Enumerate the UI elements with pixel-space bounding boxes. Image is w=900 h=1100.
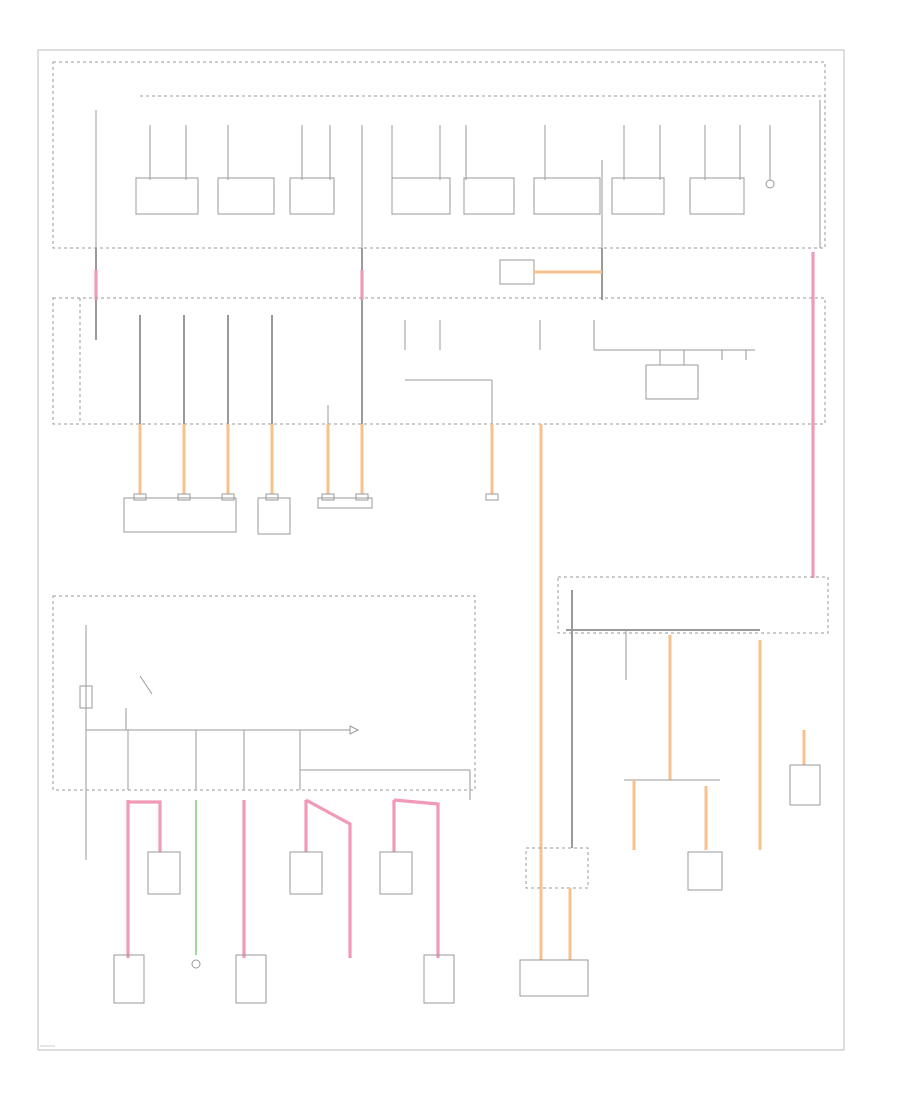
module-c (317, 497, 373, 509)
module-l2 (289, 851, 323, 895)
middle-fuse-block (52, 297, 826, 425)
top-fuse-stubs (95, 110, 771, 248)
bottom-center-junction (519, 847, 589, 997)
module-l1 (147, 851, 181, 895)
lower-fuse-block (52, 595, 476, 838)
module-l5 (235, 954, 267, 1004)
module-l4 (113, 954, 145, 1004)
fuse-link (79, 685, 93, 709)
ground-symbol-lower (191, 959, 201, 969)
body-control-module (123, 497, 237, 533)
module-right-b (789, 764, 821, 806)
diagram-frame (37, 49, 845, 1051)
relay-box-a (645, 364, 699, 400)
upper-bridge (94, 248, 815, 578)
mid-modules (123, 497, 373, 535)
lower-output-wires (85, 798, 440, 969)
lower-modules (113, 851, 455, 1004)
middle-fuse-block-outline (52, 297, 826, 425)
page-code: W8XXXXX (40, 1044, 55, 1048)
lower-fuse-block-outline (52, 595, 476, 791)
ground-symbol-top (765, 179, 775, 189)
top-fuse-block-outline (52, 61, 826, 249)
module-l3 (379, 851, 413, 895)
inline-fuse-box (499, 259, 535, 285)
module-l6 (423, 954, 455, 1004)
top-fuse-block (52, 61, 826, 266)
module-bottom-center (519, 959, 589, 997)
right-fuse-block-outline (557, 576, 829, 634)
right-fuse-block (557, 576, 829, 891)
junction-block (525, 847, 589, 889)
module-right-a (687, 851, 723, 891)
mid-output-wires (133, 424, 543, 960)
top-relay-boxes (135, 177, 745, 215)
module-b (257, 497, 291, 535)
